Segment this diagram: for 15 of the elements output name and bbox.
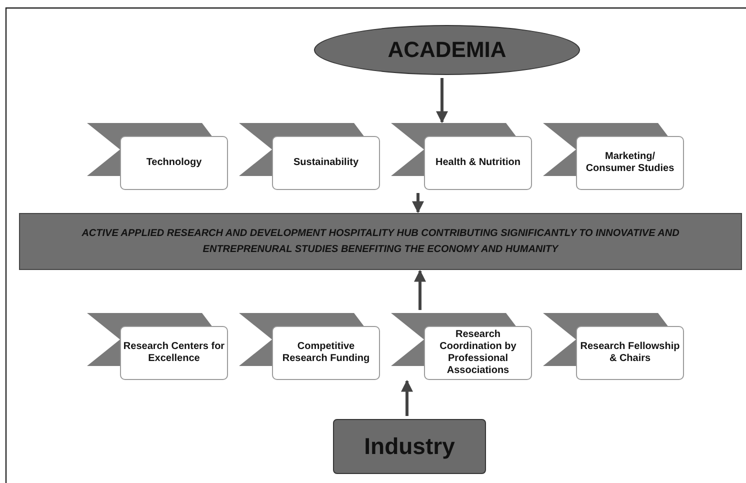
arrow — [414, 270, 426, 310]
topic-card: Marketing/ Consumer Studies — [576, 136, 684, 190]
support-card: Research Coordination by Professional Associations — [424, 326, 532, 380]
industry-box: Industry — [333, 419, 486, 474]
topic-card: Health & Nutrition — [424, 136, 532, 190]
topic-card: Sustainability — [272, 136, 380, 190]
arrow — [401, 380, 413, 416]
arrow — [412, 193, 424, 214]
support-card: Research Centers for Excellence — [120, 326, 228, 380]
hub-banner: ACTIVE APPLIED RESEARCH AND DEVELOPMENT HOSPITALITY HUB CONTRIBUTING SIGNIFICANTLY TO INNOVATIVE AND ENTREPRENURAL STUDIES BENEFITING THE ECONOMY AND HUMANITY — [19, 213, 742, 270]
support-card: Competitive Research Funding — [272, 326, 380, 380]
academia-ellipse: ACADEMIA — [314, 25, 580, 75]
topic-card: Technology — [120, 136, 228, 190]
arrow — [436, 78, 448, 124]
support-card: Research Fellowship & Chairs — [576, 326, 684, 380]
